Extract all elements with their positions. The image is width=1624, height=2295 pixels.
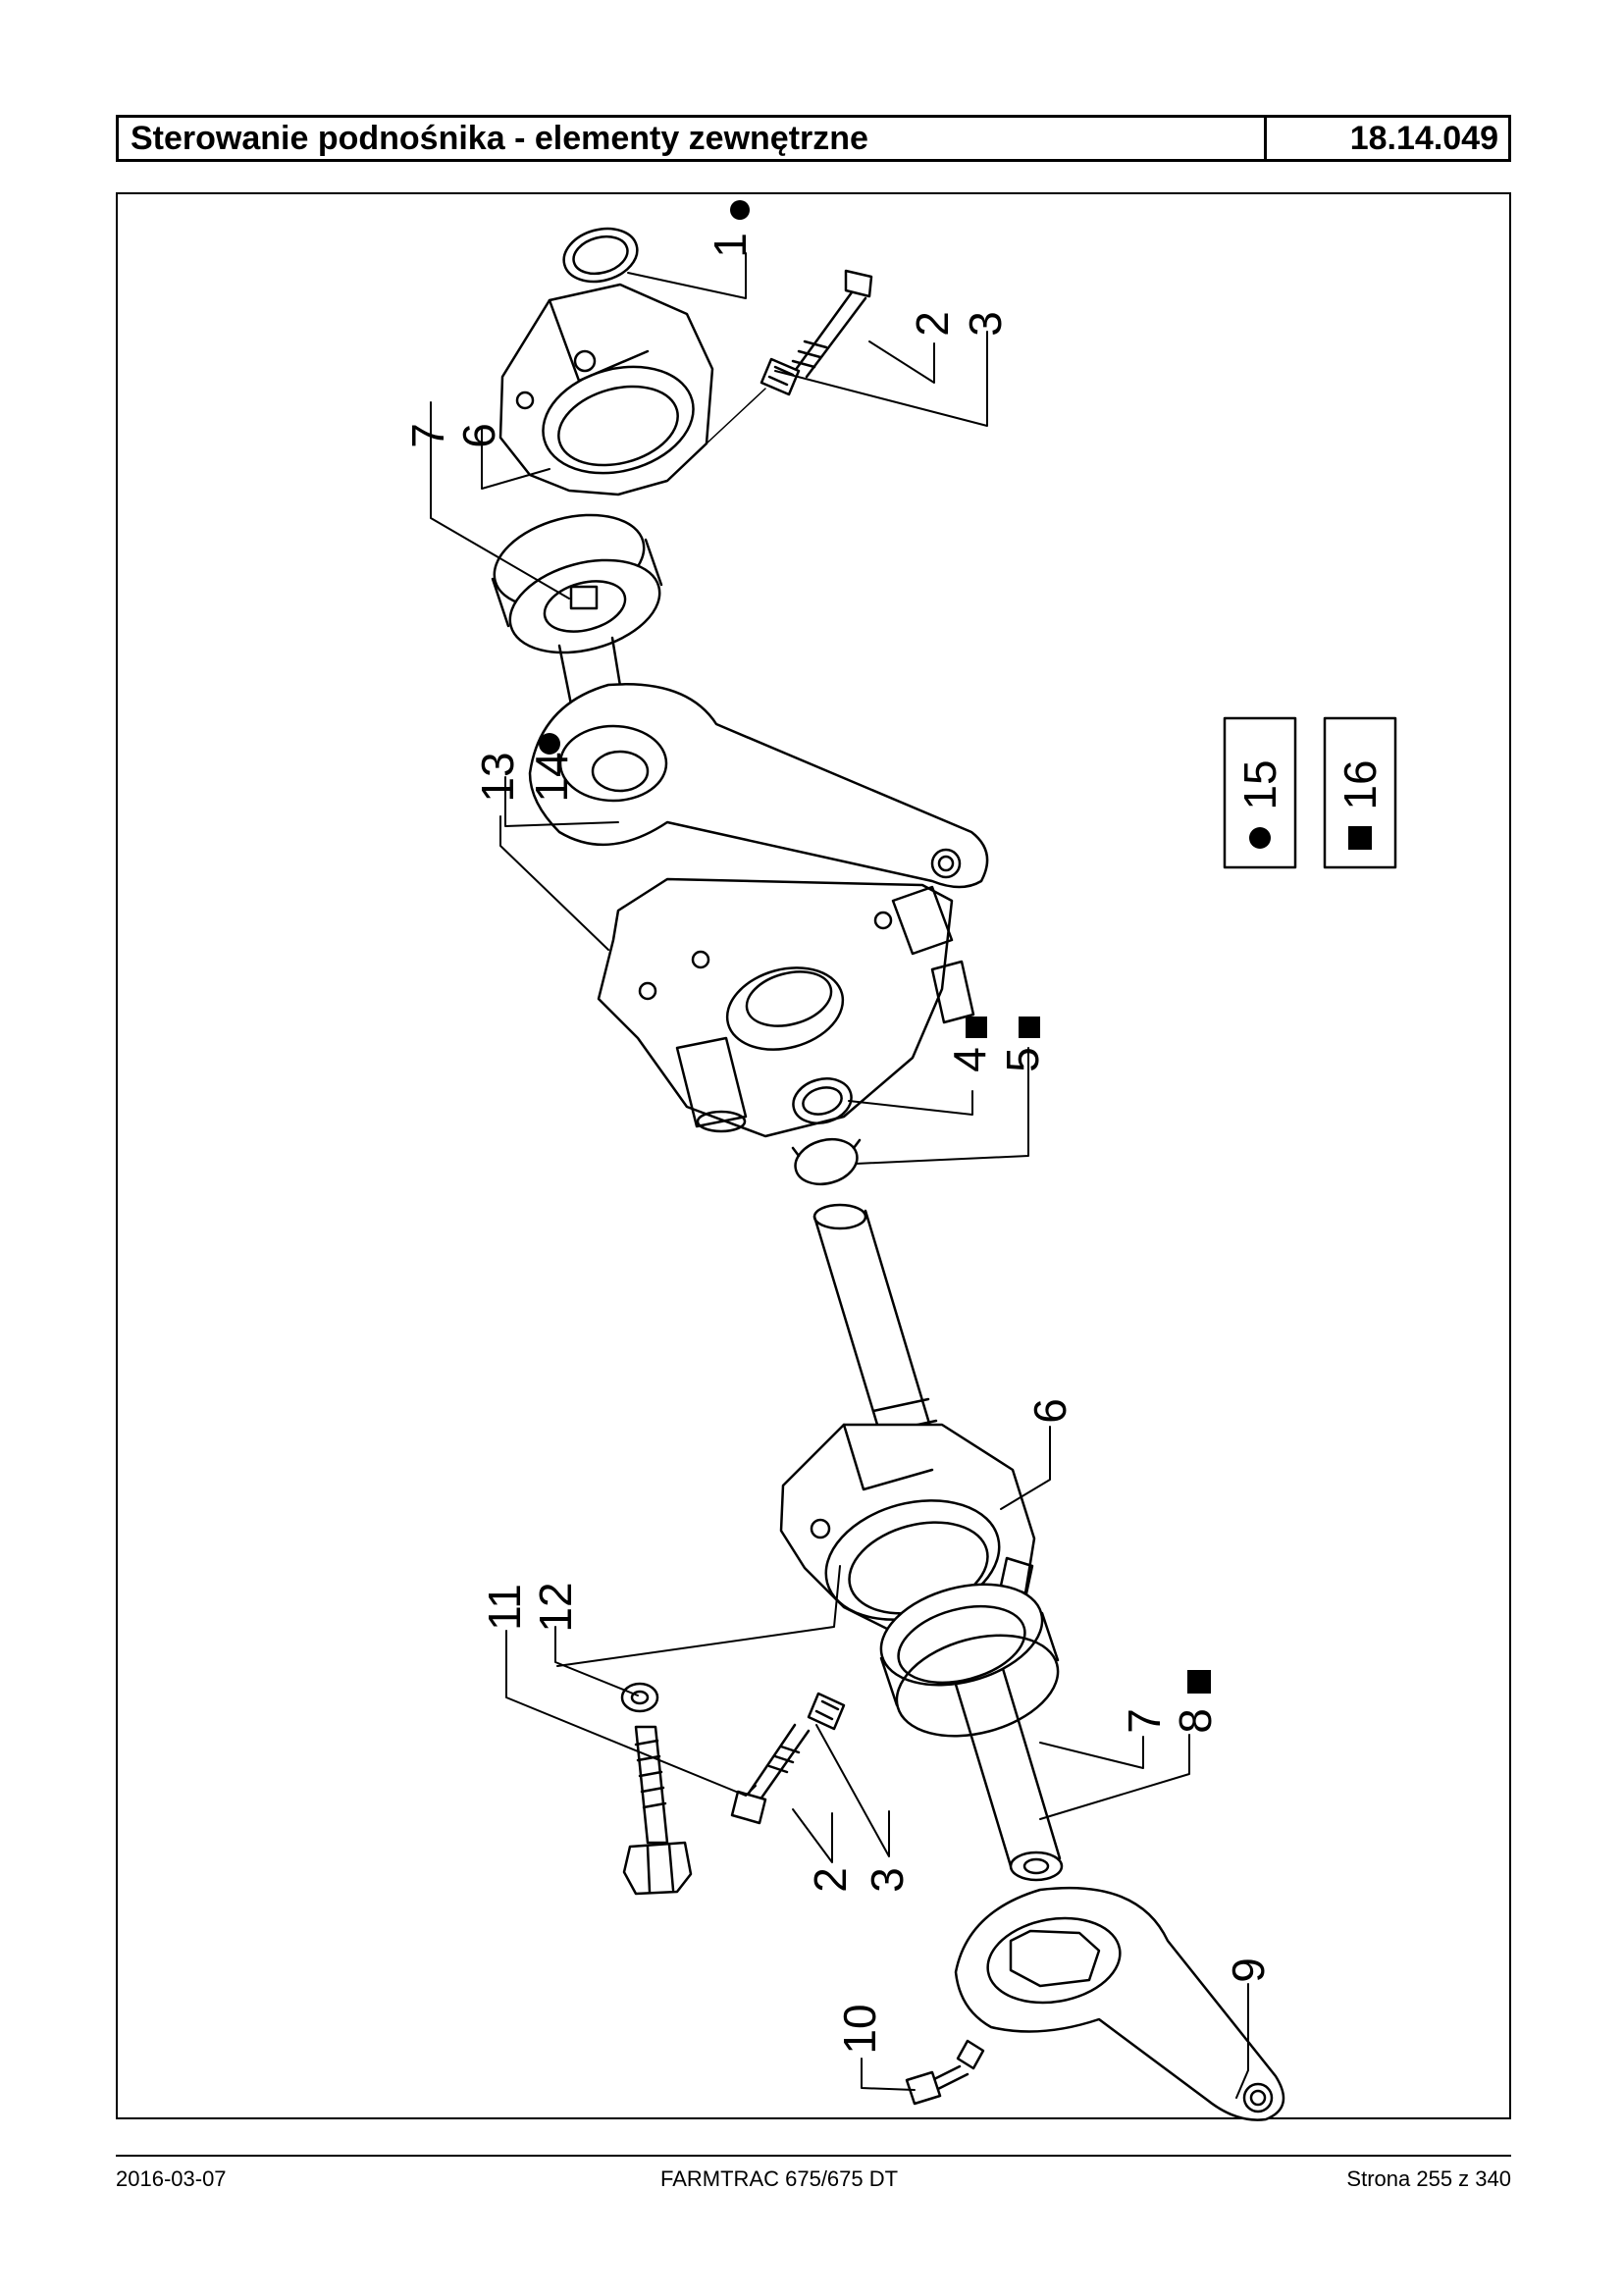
- part-bracket-upper: [498, 283, 714, 496]
- part-lever-lower-9: [954, 1886, 1285, 2121]
- callout-3-upper: 3: [960, 311, 1011, 337]
- marker-square-5: [1019, 1017, 1040, 1038]
- part-washer-12: [620, 1682, 659, 1713]
- part-bushing-lower-7: [879, 1583, 1060, 1738]
- legend-circle-label: 15: [1234, 759, 1285, 809]
- callout-4: 4: [944, 1047, 995, 1072]
- callout-11: 11: [479, 1584, 530, 1631]
- part-o-ring-1: [562, 227, 639, 284]
- callout-10: 10: [834, 2004, 885, 2054]
- footer-date: 2016-03-07: [116, 2166, 227, 2191]
- page-footer: 2016-03-07 FARMTRAC 675/675 DT Strona 25…: [116, 2155, 1511, 2191]
- marker-square-8: [1187, 1670, 1211, 1694]
- section-code: 18.14.049: [1349, 120, 1498, 157]
- callout-6-upper: 6: [453, 423, 504, 448]
- callout-7-upper: 7: [402, 423, 453, 448]
- callout-8: 8: [1170, 1708, 1221, 1734]
- callout-7-lower: 7: [1119, 1708, 1170, 1734]
- part-bolt-lower-2: [730, 1723, 811, 1825]
- part-washer-4: [792, 1077, 853, 1124]
- page-header: Sterowanie podnośnika - elementy zewnętr…: [116, 115, 1511, 162]
- legend-square-marker: [1348, 826, 1372, 850]
- legend-circle-marker: [1249, 827, 1271, 849]
- leader-lines: [430, 252, 1249, 2099]
- page-title: Sterowanie podnośnika - elementy zewnętr…: [119, 118, 1267, 159]
- callout-13: 13: [472, 752, 523, 802]
- callout-labels: 1 2 3 7 6 13 14 4 5 6 11 12 7 8 2 3 10 9: [402, 200, 1274, 2055]
- footer-model: FARMTRAC 675/675 DT: [660, 2166, 899, 2191]
- part-nut-lower-3: [807, 1692, 846, 1731]
- marker-square-4: [966, 1017, 987, 1038]
- callout-14: 14: [526, 752, 577, 802]
- exploded-parts-diagram: 1 2 3 7 6 13 14 4 5 6 11 12 7 8 2 3 10 9: [402, 200, 1397, 2121]
- callout-5: 5: [997, 1047, 1048, 1072]
- legend-square-label: 16: [1335, 759, 1386, 809]
- marker-circle-14: [539, 733, 560, 755]
- callout-9: 9: [1223, 1957, 1274, 1983]
- exploded-diagram-frame: 1 2 3 7 6 13 14 4 5 6 11 12 7 8 2 3 10 9: [116, 192, 1511, 2121]
- callout-3-lower: 3: [862, 1867, 913, 1893]
- part-bushing-upper-7: [491, 513, 663, 654]
- part-bolt-11: [622, 1725, 693, 1896]
- legend-item-square: 16: [1323, 716, 1397, 869]
- callout-12: 12: [530, 1582, 581, 1632]
- callout-1: 1: [705, 233, 756, 258]
- part-lever-upper-14: [528, 683, 989, 889]
- callout-2-lower: 2: [805, 1867, 856, 1893]
- part-bolt-upper-2: [791, 269, 873, 379]
- part-circlip-5: [791, 1137, 862, 1186]
- part-housing-13: [597, 877, 975, 1138]
- callout-2-upper: 2: [907, 311, 958, 337]
- legend-item-circle: 15: [1223, 716, 1297, 869]
- part-screw-10: [905, 2039, 985, 2106]
- part-nut-upper-3: [706, 357, 801, 444]
- callout-6-lower: 6: [1024, 1398, 1075, 1424]
- footer-page-number: Strona 255 z 340: [1346, 2166, 1511, 2191]
- marker-circle-1: [730, 200, 750, 220]
